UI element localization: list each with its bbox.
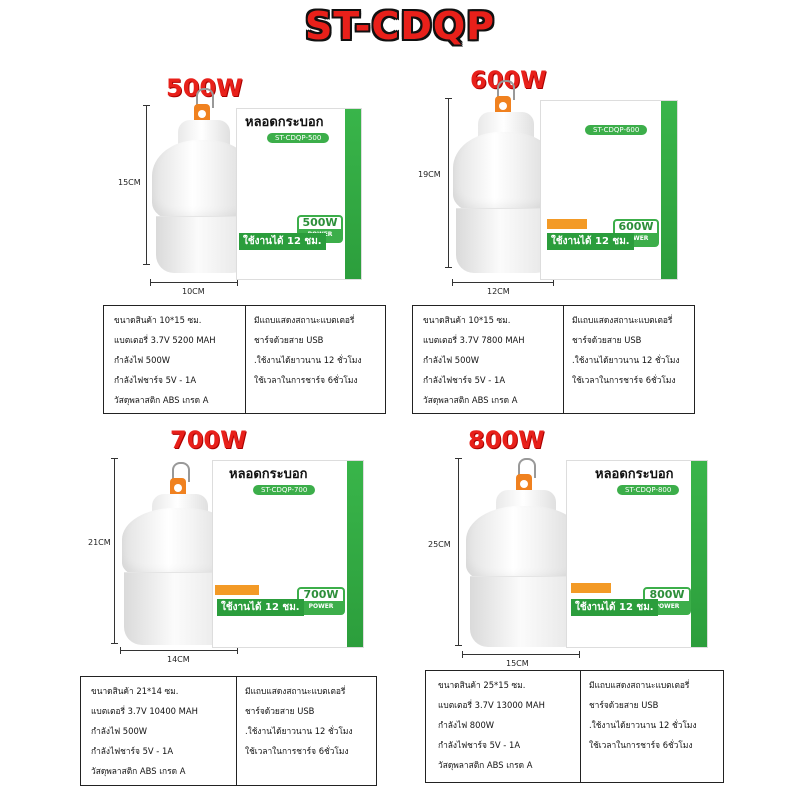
page-title: ST-CDQP [304,4,496,48]
spec-line: กำลังไฟ 500W [423,355,480,365]
spec-table: ขนาดสินค้า 25*15 ซม. แบตเตอรี่ 3.7V 1300… [425,670,724,783]
switch-icon [495,96,511,116]
height-label: 15CM [118,178,141,187]
spec-line: ใช้เวลาในการชาร์จ 6ชั่วโมง [254,375,358,385]
box-hours-label: ใช้งานได้ 12 ชม. [571,599,658,616]
spec-line: มีแถบแสดงสถานะแบตเตอรี่ [589,680,690,690]
spec-line: ขนาดสินค้า 21*14 ซม. [91,686,179,696]
spec-line: กำลังไฟชาร์จ 5V - 1A [114,375,197,385]
height-label: 25CM [428,540,451,549]
box-model-label: ST-CDQP-700 [253,485,316,495]
spec-line: .ใช้งานได้ยาวนาน 12 ชั่วโมง [254,355,362,365]
spec-line: แบตเตอรี่ 3.7V 5200 MAH [114,335,216,345]
height-label: 21CM [88,538,111,547]
box-brand-name: หลอดกระบอก [229,467,308,482]
spec-left-column: ขนาดสินค้า 21*14 ซม. แบตเตอรี่ 3.7V 1040… [91,681,198,785]
hook-icon [518,458,536,478]
hook-icon [172,462,190,482]
spec-line: มีแถบแสดงสถานะแบตเตอรี่ [572,315,673,325]
spec-line: ชาร์จด้วยสาย USB [589,700,659,710]
height-dimension-line [111,458,118,644]
spec-line: ชาร์จด้วยสาย USB [254,335,324,345]
spec-line: ใช้เวลาในการชาร์จ 6ชั่วโมง [589,740,693,750]
watt-label-700: 700W [170,426,247,454]
spec-right-column: มีแถบแสดงสถานะแบตเตอรี่ ชาร์จด้วยสาย USB… [589,675,697,782]
height-dimension-line [143,105,150,265]
spec-left-column: ขนาดสินค้า 10*15 ซม. แบตเตอรี่ 3.7V 7800… [423,310,525,413]
spec-left-column: ขนาดสินค้า 10*15 ซม. แบตเตอรี่ 3.7V 5200… [114,310,216,413]
width-dimension-line [150,279,238,286]
spec-line: แบตเตอรี่ 3.7V 7800 MAH [423,335,525,345]
spec-line: .ใช้งานได้ยาวนาน 12 ชั่วโมง [572,355,680,365]
spec-line: กำลังไฟ 800W [438,720,495,730]
spec-line: วัสดุพลาสติก ABS เกรด A [114,395,209,405]
box-model-label: ST-CDQP-800 [617,485,680,495]
spec-line: วัสดุพลาสติก ABS เกรด A [423,395,518,405]
width-label: 12CM [487,287,510,296]
spec-line: กำลังไฟชาร์จ 5V - 1A [423,375,506,385]
spec-line: มีแถบแสดงสถานะแบตเตอรี่ [245,686,346,696]
spec-line: .ใช้งานได้ยาวนาน 12 ชั่วโมง [245,726,353,736]
box-hours-label: ใช้งานได้ 12 ชม. [239,233,326,250]
width-label: 15CM [506,659,529,668]
spec-line: กำลังไฟชาร์จ 5V - 1A [438,740,521,750]
spec-line: ชาร์จด้วยสาย USB [572,335,642,345]
switch-icon [516,474,532,494]
spec-line: ขนาดสินค้า 10*15 ซม. [423,315,511,325]
spec-line: วัสดุพลาสติก ABS เกรด A [91,766,186,776]
spec-line: แบตเตอรี่ 3.7V 10400 MAH [91,706,198,716]
box-hours-label: ใช้งานได้ 12 ชม. [547,233,634,250]
height-dimension-line [455,458,462,646]
width-dimension-line [462,651,580,658]
spec-table: ขนาดสินค้า 10*15 ซม. แบตเตอรี่ 3.7V 7800… [412,305,695,414]
spec-line: ชาร์จด้วยสาย USB [245,706,315,716]
width-label: 14CM [167,655,190,664]
product-box: หลอดกระบอก ST-CDQP-500 500WPOWER ใช้งานไ… [236,108,362,280]
spec-line: ใช้เวลาในการชาร์จ 6ชั่วโมง [245,746,349,756]
box-model-label: ST-CDQP-500 [267,133,330,143]
spec-line: กำลังไฟ 500W [114,355,171,365]
spec-line: วัสดุพลาสติก ABS เกรด A [438,760,533,770]
spec-line: .ใช้งานได้ยาวนาน 12 ชั่วโมง [589,720,697,730]
watt-label-800: 800W [468,426,545,454]
height-dimension-line [445,98,452,268]
spec-line: แบตเตอรี่ 3.7V 13000 MAH [438,700,545,710]
height-label: 19CM [418,170,441,179]
box-brand-name: หลอดกระบอก [595,467,674,482]
spec-line: กำลังไฟชาร์จ 5V - 1A [91,746,174,756]
spec-right-column: มีแถบแสดงสถานะแบตเตอรี่ ชาร์จด้วยสาย USB… [572,310,680,413]
spec-line: ใช้เวลาในการชาร์จ 6ชั่วโมง [572,375,676,385]
spec-table: ขนาดสินค้า 10*15 ซม. แบตเตอรี่ 3.7V 5200… [103,305,386,414]
spec-line: กำลังไฟ 500W [91,726,148,736]
box-hours-label: ใช้งานได้ 12 ชม. [217,599,304,616]
switch-icon [194,104,210,124]
spec-table: ขนาดสินค้า 21*14 ซม. แบตเตอรี่ 3.7V 1040… [80,676,377,786]
width-dimension-line [452,279,554,286]
width-dimension-line [120,647,238,654]
width-label: 10CM [182,287,205,296]
spec-left-column: ขนาดสินค้า 25*15 ซม. แบตเตอรี่ 3.7V 1300… [438,675,545,782]
spec-right-column: มีแถบแสดงสถานะแบตเตอรี่ ชาร์จด้วยสาย USB… [245,681,353,785]
hook-icon [497,80,515,100]
spec-right-column: มีแถบแสดงสถานะแบตเตอรี่ ชาร์จด้วยสาย USB… [254,310,362,413]
spec-line: ขนาดสินค้า 25*15 ซม. [438,680,526,690]
spec-line: ขนาดสินค้า 10*15 ซม. [114,315,202,325]
spec-line: มีแถบแสดงสถานะแบตเตอรี่ [254,315,355,325]
hook-icon [196,88,214,108]
box-brand-name: หลอดกระบอก [245,115,324,130]
switch-icon [170,478,186,498]
box-model-label: ST-CDQP-600 [585,125,648,135]
